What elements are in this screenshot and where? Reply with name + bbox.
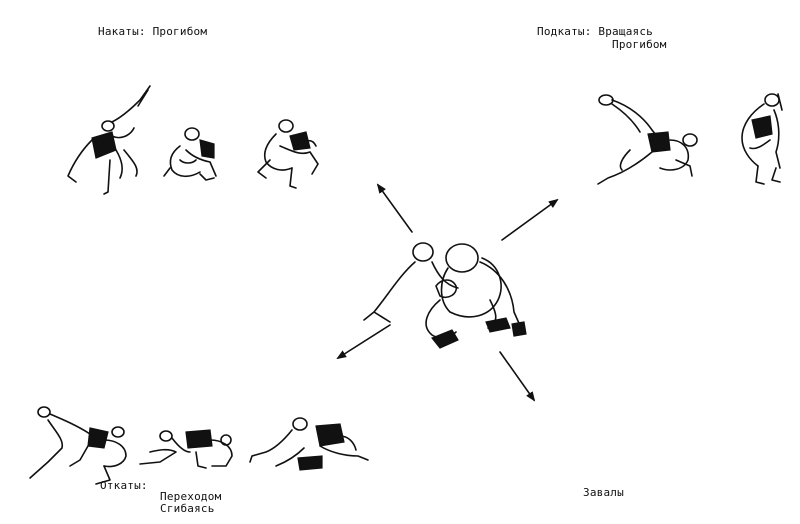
nakaty-figure-2 [163,127,217,181]
label-podkaty-progibom: Прогибом [612,38,667,51]
otkaty-figure-3 [249,417,369,471]
arrow-down-right [499,351,536,402]
label-otkaty: Откаты: [100,479,148,492]
otkaty-figure-2 [139,429,233,469]
label-nakaty: Накаты: Прогибом [98,25,208,38]
label-otkaty-sgibayas: Сгибаясь [160,502,215,515]
label-podkaty: Подкаты: Вращаясь [537,25,653,38]
label-otkaty-perehodom: Переходом [160,490,222,503]
arrow-down-left [336,324,391,360]
podkaty-figure-2 [741,93,783,185]
label-zavaly: Завалы [583,486,624,499]
otkaty-figure-1 [29,406,127,485]
arrow-up-right [501,198,559,241]
arrow-up-left [376,183,413,233]
podkaty-figure-1 [597,94,698,185]
center-wrestlers-figure [363,242,527,349]
nakaty-figure-3 [257,119,319,189]
nakaty-figure-1 [67,85,151,195]
